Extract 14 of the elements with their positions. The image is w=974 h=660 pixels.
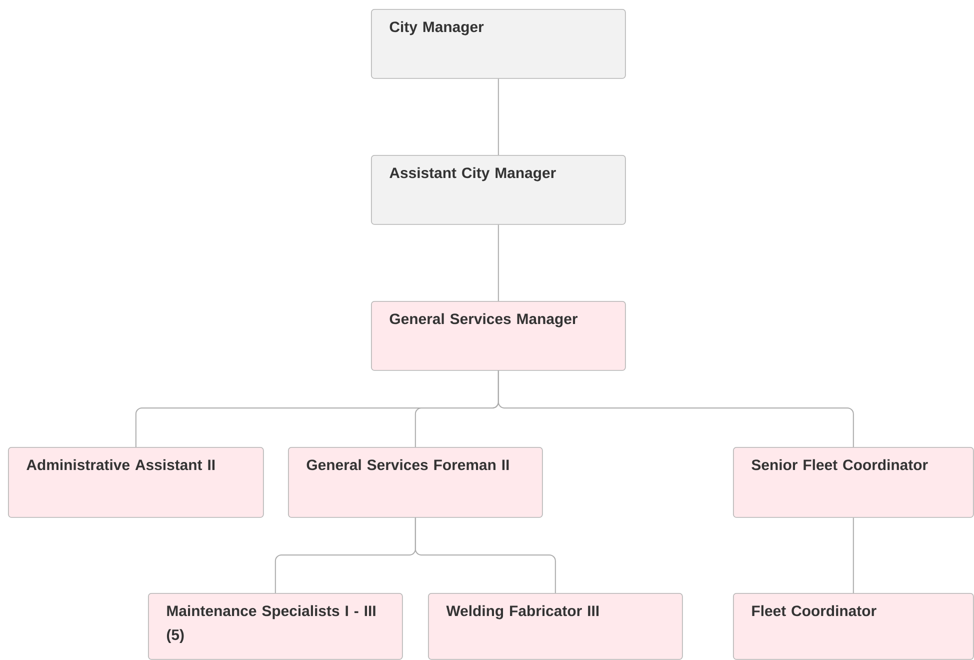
connector-line bbox=[498, 78, 499, 156]
chart-box: Maintenance Specialists I - III (5) bbox=[148, 593, 403, 660]
chart-box: Welding Fabricator III bbox=[428, 593, 683, 660]
chart-box: General Services Foreman II bbox=[288, 447, 543, 518]
chart-box: City Manager bbox=[371, 9, 626, 79]
chart-box: Senior Fleet Coordinator bbox=[733, 447, 974, 518]
connector-line bbox=[498, 224, 499, 302]
chart-box: Assistant City Manager bbox=[371, 155, 626, 225]
connector-line bbox=[498, 370, 854, 448]
chart-box: Fleet Coordinator bbox=[733, 593, 974, 660]
connector-line bbox=[852, 517, 854, 594]
chart-box: General Services Manager bbox=[371, 301, 626, 371]
connector-line bbox=[414, 517, 556, 594]
chart-box: Administrative Assistant II bbox=[8, 447, 264, 518]
